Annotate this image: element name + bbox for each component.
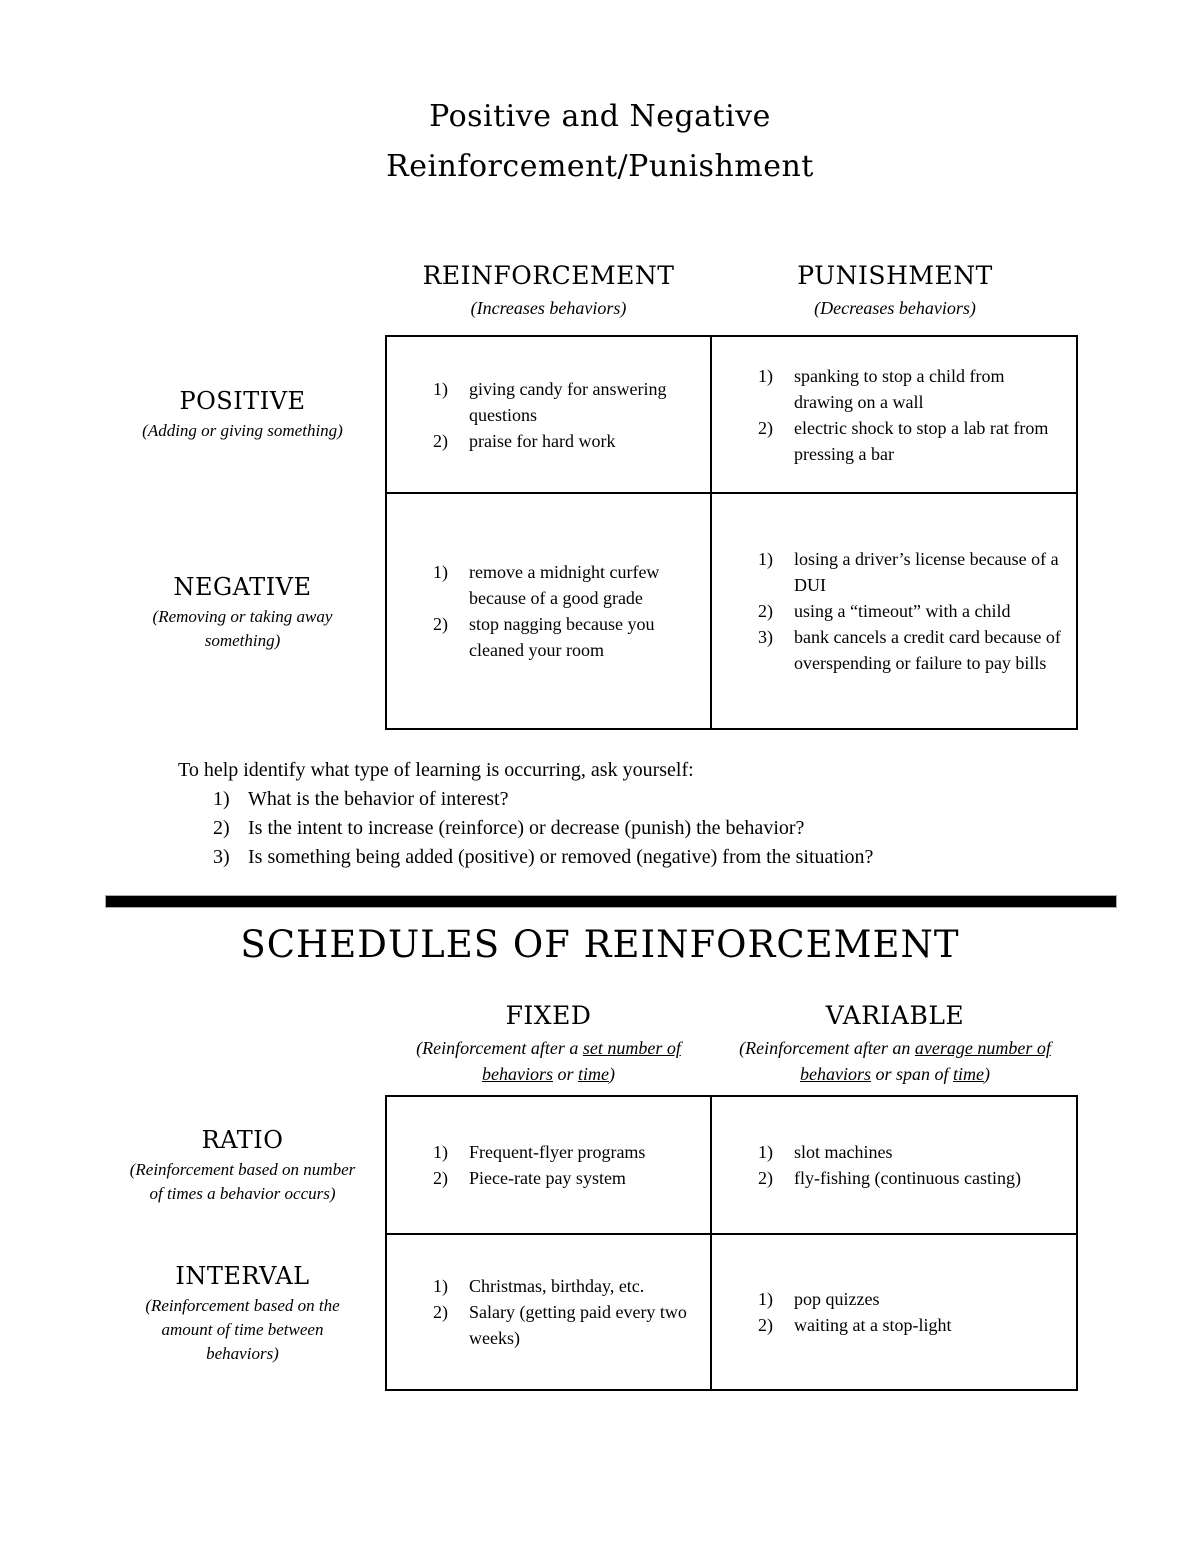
column-header-punishment: PUNISHMENT (Decreases behaviors) <box>712 260 1078 321</box>
column-title-fixed: FIXED <box>505 1001 592 1030</box>
row-subtitle-negative: (Removing or taking away something) <box>152 606 333 650</box>
list-item: 2)Piece-rate pay system <box>433 1168 626 1188</box>
row-title-ratio: RATIO <box>201 1125 284 1154</box>
cell-variable-ratio: 1)slot machines 2)fly-fishing (continuous… <box>712 1097 1076 1235</box>
cell-variable-interval: 1)pop quizzes 2)waiting at a stop-light <box>712 1235 1076 1389</box>
list-item: 3)bank cancels a credit card because of … <box>758 627 1061 673</box>
list-item: 1)What is the behavior of interest? <box>213 788 509 810</box>
list-item: 2)using a “timeout” with a child <box>758 601 1011 621</box>
cell-negative-punishment: 1)losing a driver’s license because of a… <box>712 494 1076 728</box>
negative-punishment-list: 1)losing a driver’s license because of a… <box>758 546 1066 676</box>
column-subtitle-reinforcement: (Increases behaviors) <box>470 298 627 318</box>
column-title-variable: VARIABLE <box>825 1001 965 1030</box>
document-title: Positive and Negative Reinforcement/Puni… <box>0 92 1200 192</box>
list-item: 1)pop quizzes <box>758 1289 880 1309</box>
schedules-section-title: SCHEDULES OF REINFORCEMENT <box>240 923 960 966</box>
section-divider <box>105 895 1117 908</box>
list-item: 1)slot machines <box>758 1142 893 1162</box>
row-header-negative: NEGATIVE (Removing or taking away someth… <box>100 494 385 730</box>
list-item: 1)Frequent-flyer programs <box>433 1142 646 1162</box>
row-subtitle-positive: (Adding or giving something) <box>142 421 343 440</box>
column-header-reinforcement: REINFORCEMENT (Increases behaviors) <box>385 260 712 321</box>
identify-learning-questions: To help identify what type of learning i… <box>178 756 1118 872</box>
fixed-interval-list: 1)Christmas, birthday, etc. 2)Salary (get… <box>433 1273 700 1351</box>
positive-punishment-list: 1)spanking to stop a child from drawing … <box>758 363 1066 467</box>
list-item: 2)fly-fishing (continuous casting) <box>758 1168 1021 1188</box>
row-header-interval: INTERVAL (Reinforcement based on the amo… <box>100 1235 385 1391</box>
list-item: 1)losing a driver’s license because of a… <box>758 549 1059 595</box>
list-item: 2)praise for hard work <box>433 430 616 451</box>
list-item: 2)waiting at a stop-light <box>758 1315 952 1335</box>
cell-positive-punishment: 1)spanking to stop a child from drawing … <box>712 337 1076 494</box>
row-title-negative: NEGATIVE <box>173 572 312 601</box>
cell-fixed-ratio: 1)Frequent-flyer programs 2)Piece-rate pa… <box>387 1097 712 1235</box>
list-item: 2)stop nagging because you cleaned your … <box>433 614 655 660</box>
column-title-punishment: PUNISHMENT <box>797 261 993 290</box>
row-subtitle-ratio: (Reinforcement based on number of times … <box>129 1159 356 1203</box>
reinforcement-punishment-table: 1)giving candy for answering questions 2)… <box>385 335 1078 730</box>
list-item: 1)giving candy for answering questions <box>433 378 667 425</box>
column-subtitle-variable: (Reinforcement after an average number o… <box>739 1038 1051 1084</box>
list-item: 1)Christmas, birthday, etc. <box>433 1276 645 1296</box>
row-title-positive: POSITIVE <box>179 387 306 415</box>
cell-negative-reinforcement: 1)remove a midnight curfew because of a … <box>387 494 712 728</box>
positive-reinforcement-list: 1)giving candy for answering questions 2)… <box>433 376 700 454</box>
row-title-interval: INTERVAL <box>175 1261 310 1290</box>
schedules-table: 1)Frequent-flyer programs 2)Piece-rate pa… <box>385 1095 1078 1391</box>
variable-interval-list: 1)pop quizzes 2)waiting at a stop-light <box>758 1286 1066 1338</box>
title-line-2: Reinforcement/Punishment <box>386 149 814 184</box>
list-item: 2)Is the intent to increase (reinforce) … <box>213 817 805 839</box>
column-header-fixed: FIXED (Reinforcement after a set number … <box>385 1000 712 1087</box>
fixed-ratio-list: 1)Frequent-flyer programs 2)Piece-rate pa… <box>433 1139 700 1191</box>
cell-positive-reinforcement: 1)giving candy for answering questions 2)… <box>387 337 712 494</box>
questions-intro: To help identify what type of learning i… <box>178 759 694 781</box>
column-subtitle-punishment: (Decreases behaviors) <box>814 298 976 318</box>
cell-fixed-interval: 1)Christmas, birthday, etc. 2)Salary (get… <box>387 1235 712 1389</box>
variable-ratio-list: 1)slot machines 2)fly-fishing (continuous… <box>758 1139 1066 1191</box>
row-header-ratio: RATIO (Reinforcement based on number of … <box>100 1095 385 1235</box>
row-header-positive: POSITIVE (Adding or giving something) <box>100 335 385 494</box>
column-subtitle-fixed: (Reinforcement after a set number of beh… <box>416 1038 681 1084</box>
list-item: 2)Salary (getting paid every two weeks) <box>433 1302 687 1348</box>
column-header-variable: VARIABLE (Reinforcement after an average… <box>712 1000 1078 1087</box>
row-subtitle-interval: (Reinforcement based on the amount of ti… <box>145 1295 340 1363</box>
list-item: 3)Is something being added (positive) or… <box>213 846 874 868</box>
title-line-1: Positive and Negative <box>429 99 771 134</box>
list-item: 2)electric shock to stop a lab rat from … <box>758 417 1049 464</box>
negative-reinforcement-list: 1)remove a midnight curfew because of a … <box>433 559 700 663</box>
column-title-reinforcement: REINFORCEMENT <box>422 261 675 290</box>
questions-list: 1)What is the behavior of interest? 2)Is … <box>213 785 1153 872</box>
list-item: 1)spanking to stop a child from drawing … <box>758 365 1005 412</box>
list-item: 1)remove a midnight curfew because of a … <box>433 562 660 608</box>
